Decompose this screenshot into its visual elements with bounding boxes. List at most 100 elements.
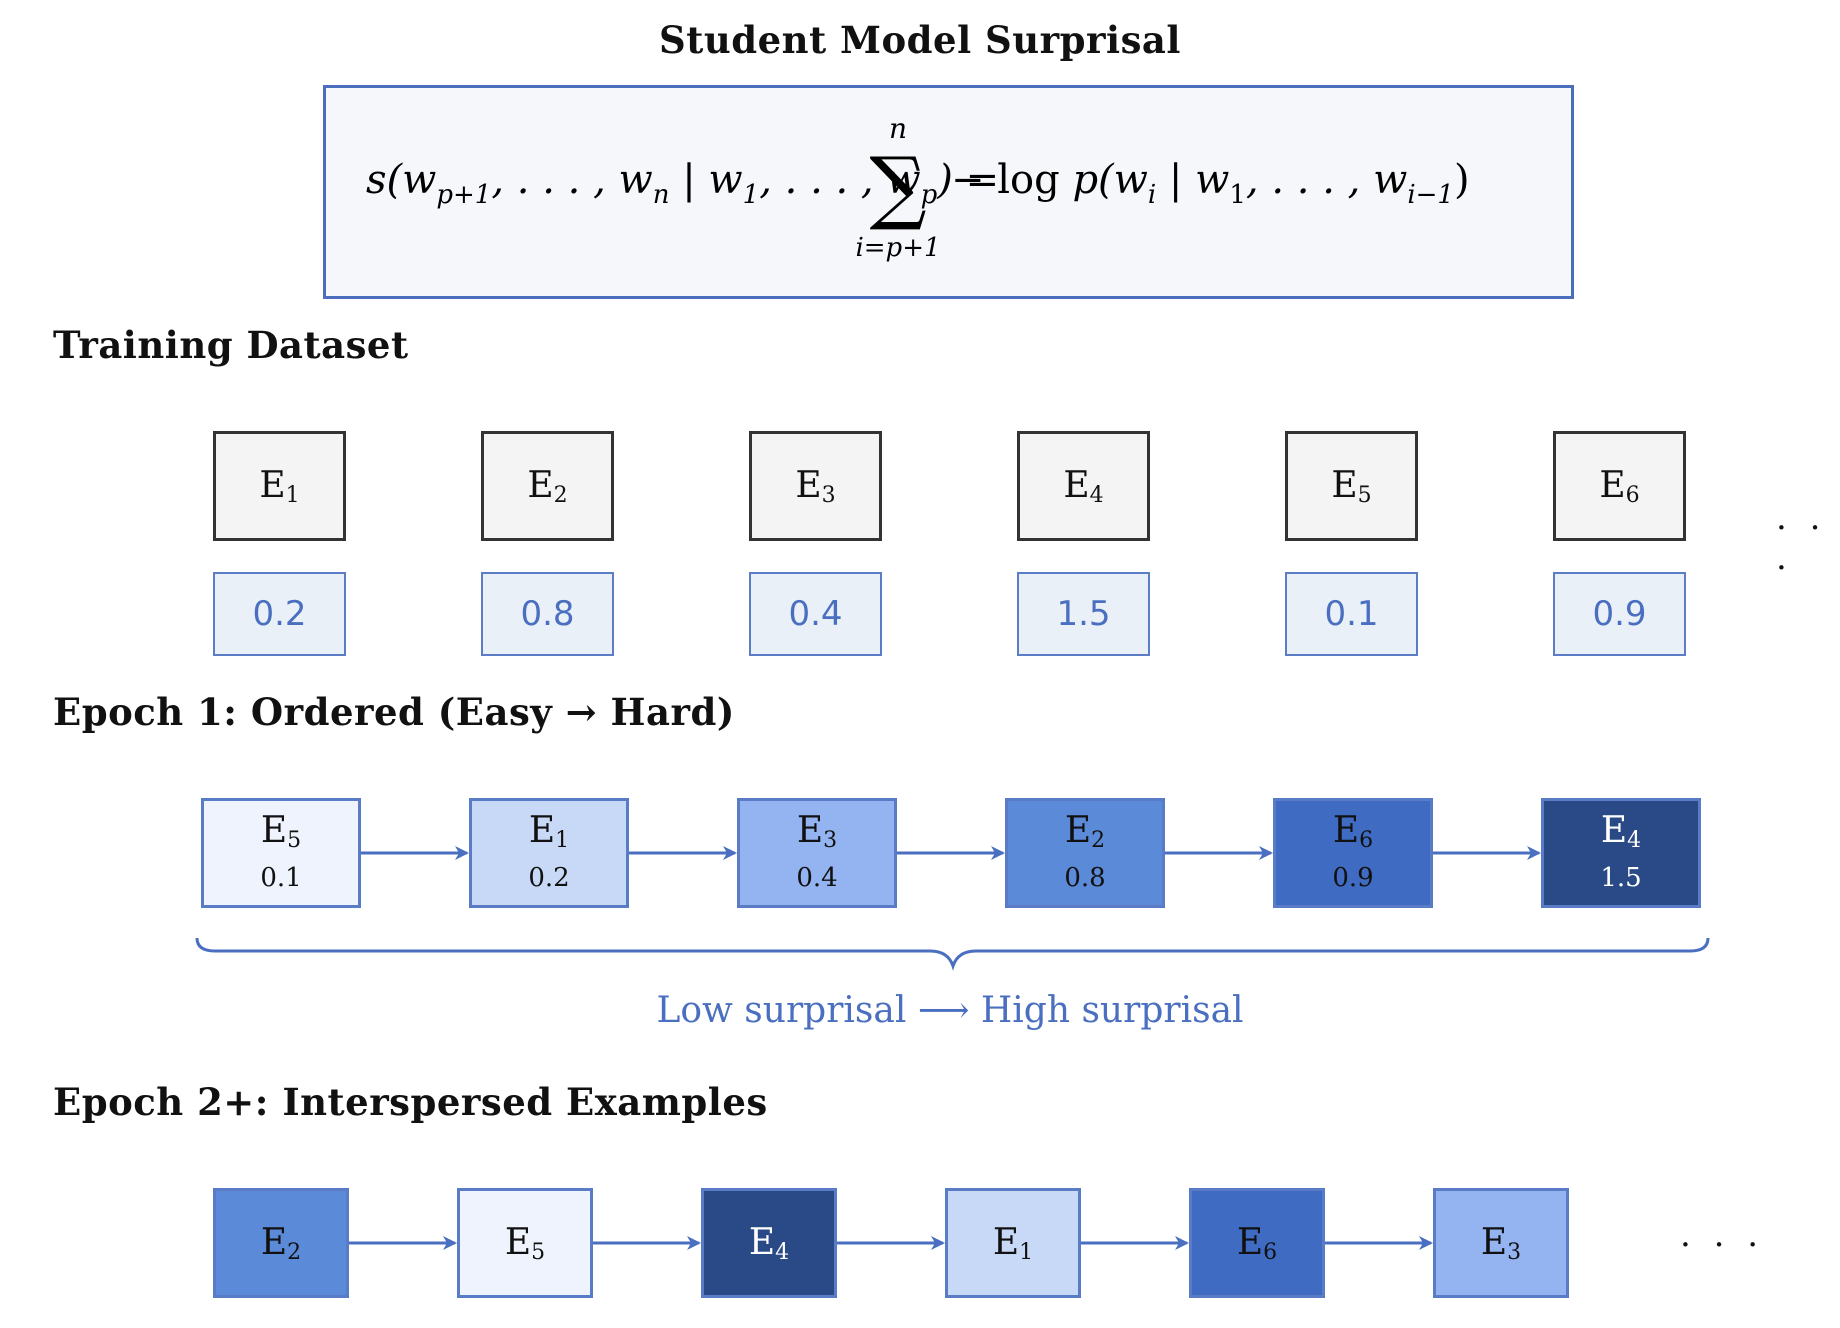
example-label: E5 [260,810,302,854]
example-index: 4 [1089,482,1104,508]
dataset-example-box: E4 [1017,431,1150,541]
example-index: 4 [1627,828,1642,853]
epoch1-example-label: E5 [261,811,301,861]
example-label: E2 [261,1222,301,1265]
epoch1-example-score: 0.4 [796,863,838,893]
example-label: E4 [1600,810,1642,854]
formula-box: s(wp+1, . . . , wn | w1, . . . , wp) = n… [323,85,1574,299]
dataset-example-box: E1 [213,431,346,541]
formula-lhs: s(wp+1, . . . , wn | w1, . . . , wp) = [366,157,999,210]
example-letter: E [504,1221,532,1263]
example-letter: E [259,464,286,506]
example-letter: E [795,464,822,506]
example-label: E3 [795,465,835,508]
epoch1-heading: Epoch 1: Ordered (Easy → Hard) [53,690,735,734]
epoch1-example-score: 0.1 [260,863,302,893]
dataset-example-box: E3 [749,431,882,541]
epoch2-example-box: E2 [213,1188,349,1298]
sum-lower-limit: i=p+1 [855,233,940,263]
epoch1-example-box: E5 0.1 [201,798,361,908]
epoch2-heading: Epoch 2+: Interspersed Examples [53,1080,768,1124]
surprisal-range-caption: Low surprisal ⟶ High surprisal [656,990,1244,1031]
example-label: E1 [528,810,570,854]
example-label: E6 [1237,1222,1277,1265]
epoch2-example-box: E4 [701,1188,837,1298]
example-index: 6 [1263,1239,1278,1265]
example-index: 2 [287,1239,302,1265]
epoch1-example-label: E3 [797,811,837,861]
example-letter: E [1480,1221,1508,1263]
example-index: 1 [1019,1239,1034,1265]
example-index: 6 [1625,482,1640,508]
example-index: 1 [285,482,300,508]
example-letter: E [1599,464,1626,506]
epoch1-example-box: E1 0.2 [469,798,629,908]
example-label: E6 [1332,810,1374,854]
sum-upper-limit: n [889,112,907,145]
epoch1-example-score: 0.8 [1064,863,1106,893]
surprisal-score-box: 0.4 [749,572,882,656]
example-letter: E [260,810,288,851]
example-label: E5 [505,1222,545,1265]
epoch1-example-label: E4 [1601,811,1641,861]
sigma-symbol: ∑ [869,140,926,233]
epoch1-example-box: E6 0.9 [1273,798,1433,908]
example-letter: E [992,1221,1020,1263]
epoch1-example-label: E6 [1333,811,1373,861]
example-index: 3 [823,828,838,853]
epoch1-example-label: E1 [529,811,569,861]
example-index: 2 [1091,828,1106,853]
example-letter: E [528,810,556,851]
training-dataset-heading: Training Dataset [53,323,409,367]
surprisal-score-box: 0.9 [1553,572,1686,656]
epoch1-example-label: E2 [1065,811,1105,861]
example-label: E4 [1063,465,1103,508]
example-index: 4 [775,1239,790,1265]
dataset-example-box: E6 [1553,431,1686,541]
example-label: E2 [527,465,567,508]
example-letter: E [260,1221,288,1263]
example-label: E6 [1599,465,1639,508]
example-index: 5 [287,828,302,853]
epoch1-example-score: 0.2 [528,863,570,893]
surprisal-score-box: 0.2 [213,572,346,656]
epoch2-example-box: E5 [457,1188,593,1298]
example-letter: E [1331,464,1358,506]
example-label: E2 [1064,810,1106,854]
diagram-title: Student Model Surprisal [659,18,1181,62]
example-index: 3 [1507,1239,1522,1265]
epoch1-brace [195,937,1710,971]
epoch1-example-score: 1.5 [1600,863,1642,893]
example-letter: E [796,810,824,851]
example-index: 5 [531,1239,546,1265]
example-letter: E [1063,464,1090,506]
example-label: E3 [1481,1222,1521,1265]
example-label: E1 [259,465,299,508]
example-letter: E [1332,810,1360,851]
example-label: E4 [749,1222,789,1265]
example-letter: E [1236,1221,1264,1263]
epoch2-example-box: E1 [945,1188,1081,1298]
epoch2-ellipsis: . . . [1680,1215,1765,1255]
epoch1-example-box: E3 0.4 [737,798,897,908]
example-index: 6 [1359,828,1374,853]
epoch1-example-box: E2 0.8 [1005,798,1165,908]
training-ellipsis: . . . [1776,498,1827,578]
example-letter: E [1600,810,1628,851]
example-label: E3 [796,810,838,854]
epoch2-example-box: E3 [1433,1188,1569,1298]
epoch2-example-box: E6 [1189,1188,1325,1298]
surprisal-formula: s(wp+1, . . . , wn | w1, . . . , wp) = n… [366,112,1470,263]
example-index: 3 [821,482,836,508]
example-label: E1 [993,1222,1033,1265]
example-label: E5 [1331,465,1371,508]
example-index: 2 [553,482,568,508]
epoch1-example-score: 0.9 [1332,863,1374,893]
dataset-example-box: E2 [481,431,614,541]
epoch1-example-box: E4 1.5 [1541,798,1701,908]
dataset-example-box: E5 [1285,431,1418,541]
example-letter: E [527,464,554,506]
example-index: 1 [555,828,570,853]
example-index: 5 [1357,482,1372,508]
example-letter: E [1064,810,1092,851]
